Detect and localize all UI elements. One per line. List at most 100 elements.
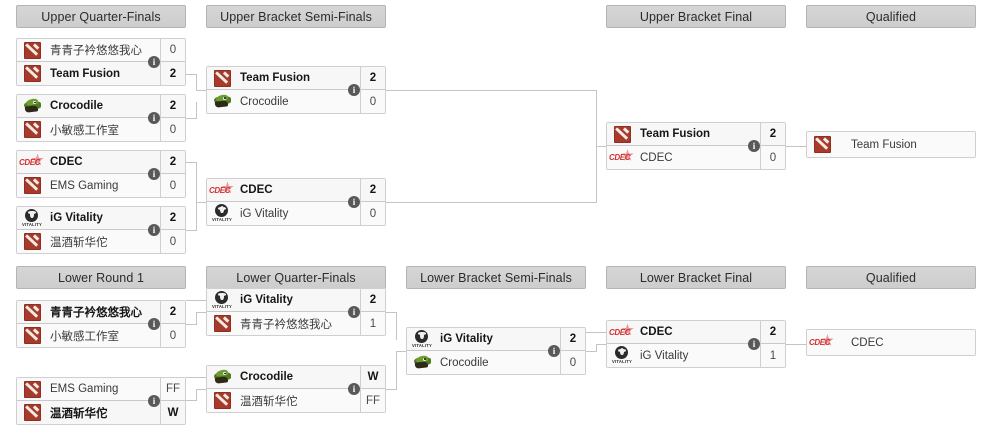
team-score: 2 xyxy=(160,300,185,324)
connector-usf2-in-h xyxy=(196,202,206,203)
match-info-icon[interactable]: i xyxy=(148,168,160,180)
team-score: 2 xyxy=(160,206,185,230)
connector-lr1a-out-h xyxy=(186,324,196,325)
team-name: 温酒斩华佗 xyxy=(50,236,108,249)
team-name: 小敏感工作室 xyxy=(50,124,119,137)
team-score: 2 xyxy=(160,94,185,118)
team-score: 0 xyxy=(560,351,585,374)
team-logo xyxy=(17,95,47,118)
crocodile-team-logo-icon xyxy=(213,369,231,386)
team-logo xyxy=(207,67,237,90)
team-score: 2 xyxy=(160,150,185,174)
qualified-row[interactable]: Team Fusion xyxy=(807,132,975,157)
match-info-icon[interactable]: i xyxy=(748,338,760,350)
match-info-icon[interactable]: i xyxy=(148,224,160,236)
team-logo: CDEC xyxy=(607,146,637,169)
vitality-logo-text: VITALITY xyxy=(212,303,232,309)
connector-lqf2-out-h xyxy=(386,389,396,390)
match-info-icon[interactable]: i xyxy=(348,383,360,395)
match-info-icon[interactable]: i xyxy=(148,318,160,330)
ig-vitality-team-logo-icon: VITALITY xyxy=(210,204,234,223)
qualified-qual-upper[interactable]: Team Fusion xyxy=(806,131,976,158)
round-header-lower-bracket-semi-finals: Lower Bracket Semi-Finals xyxy=(406,266,586,289)
team-score: FF xyxy=(160,377,185,401)
match-info-icon[interactable]: i xyxy=(348,196,360,208)
dota2-default-logo-icon xyxy=(23,65,41,82)
team-name: iG Vitality xyxy=(50,212,103,224)
match-info-icon[interactable]: i xyxy=(348,306,360,318)
team-logo xyxy=(17,39,47,62)
connector-lqf2-out-v xyxy=(396,351,397,390)
dota2-default-logo-icon xyxy=(23,327,41,344)
match-info-icon[interactable]: i xyxy=(748,140,760,152)
match-info-icon[interactable]: i xyxy=(148,56,160,68)
match-info-icon[interactable]: i xyxy=(148,395,160,407)
connector-lqf1-out-v xyxy=(396,312,397,340)
team-score: 2 xyxy=(360,66,385,90)
match-info-icon[interactable]: i xyxy=(548,345,560,357)
round-header-lower-qualified: Qualified xyxy=(806,266,976,289)
match-row[interactable]: 温酒斩华佗 0 xyxy=(17,230,185,253)
connector-uqf4-out-h xyxy=(186,230,196,231)
team-name: Team Fusion xyxy=(851,138,917,151)
team-score: 0 xyxy=(160,230,185,253)
match-row[interactable]: VITALITY iG Vitality 2 xyxy=(17,206,185,230)
match-row[interactable]: Crocodile W xyxy=(207,365,385,389)
match-row[interactable]: Team Fusion 2 xyxy=(207,66,385,90)
crocodile-team-logo-icon xyxy=(413,354,431,371)
team-name: Crocodile xyxy=(240,371,294,383)
connector-usf1-in-h xyxy=(196,90,206,91)
match-info-icon[interactable]: i xyxy=(348,84,360,96)
match-info-icon[interactable]: i xyxy=(148,112,160,124)
connector-usf1-out-h xyxy=(386,90,596,91)
team-name: iG Vitality xyxy=(440,333,493,345)
cdec-logo-text: CDEC xyxy=(209,185,231,195)
cdec-team-logo-icon: CDEC xyxy=(609,149,635,166)
team-name: Team Fusion xyxy=(240,72,311,84)
team-score: W xyxy=(360,365,385,389)
connector-lbf-in-b-h xyxy=(596,344,606,345)
round-header-upper-bracket-semi-finals: Upper Bracket Semi-Finals xyxy=(206,5,386,28)
team-logo xyxy=(17,174,47,197)
connector-lsf-out-v xyxy=(596,344,597,352)
connector-lr1b-out-v xyxy=(196,389,197,401)
vitality-logo-text: VITALITY xyxy=(22,221,42,227)
